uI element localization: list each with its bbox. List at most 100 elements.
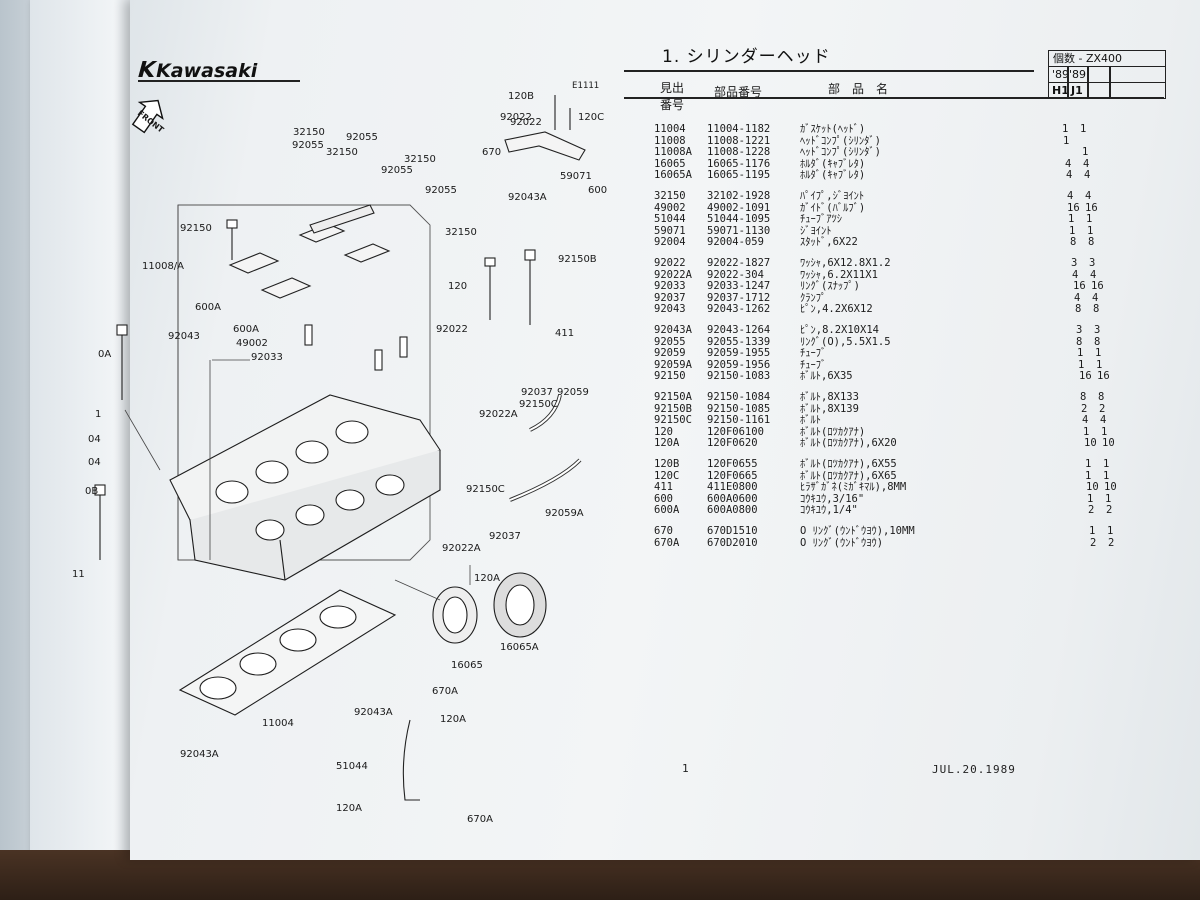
part-name-cell: ﾎﾙﾀﾞ(ｷｬﾌﾞﾚﾀ) bbox=[800, 157, 866, 170]
ref-no-cell: 600 bbox=[654, 492, 673, 505]
qty-j1-cell: 1 bbox=[1086, 213, 1093, 226]
qty-j1-cell: 1 bbox=[1082, 146, 1089, 159]
ref-no-cell: 120 bbox=[654, 425, 673, 438]
qty-h1-cell: 1 bbox=[1089, 525, 1096, 537]
part-no-cell: 51044-1095 bbox=[707, 213, 771, 226]
ref-no-header-line2: 番号 bbox=[660, 98, 685, 112]
part-name-cell: ﾎﾞﾙﾄ(ﾛﾂｶｸｱﾅ),6X65 bbox=[800, 469, 897, 482]
qty-h1-cell: 16 bbox=[1079, 370, 1092, 383]
qty-j1-cell: 1 bbox=[1087, 224, 1094, 237]
ref-no-cell: 59071 bbox=[654, 224, 686, 237]
callout-label: 670A bbox=[432, 686, 458, 697]
qty-h1-cell: 10 bbox=[1086, 481, 1099, 494]
callout-label: 92022A bbox=[442, 543, 481, 554]
qty-j1-cell: 2 bbox=[1106, 504, 1113, 517]
part-name-cell: ﾎﾞﾙﾄ(ﾛﾂｶｸｱﾅ),6X20 bbox=[800, 437, 897, 450]
qty-j1-cell: 4 bbox=[1085, 190, 1092, 202]
ref-no-cell: 92150C bbox=[654, 414, 692, 427]
part-no-header: 部品番号 bbox=[714, 85, 763, 99]
callout-label: 92022 bbox=[436, 324, 468, 335]
callout-label: 32150 bbox=[293, 127, 325, 138]
qty-j1-cell: 1 bbox=[1095, 347, 1102, 360]
callout-label: 32150 bbox=[326, 147, 358, 158]
qty-divider-1 bbox=[1067, 67, 1069, 98]
ref-no-cell: 49002 bbox=[654, 201, 686, 214]
qty-j1-cell: 4 bbox=[1100, 414, 1107, 427]
ref-no-cell: 92150A bbox=[654, 391, 692, 403]
year-col-2: '89 bbox=[1069, 68, 1087, 81]
part-no-cell: 92055-1339 bbox=[707, 335, 771, 348]
part-name-cell: ｶﾞｲﾄﾞ(ﾊﾞﾙﾌﾞ) bbox=[800, 201, 866, 214]
qty-h1-cell: 4 bbox=[1072, 268, 1079, 281]
qty-j1-cell: 16 bbox=[1091, 280, 1104, 293]
figure-code: E1111 bbox=[572, 81, 600, 91]
part-no-cell: 670D2010 bbox=[707, 536, 758, 549]
qty-h1-cell: 10 bbox=[1084, 437, 1097, 450]
part-no-cell: 92043-1264 bbox=[707, 324, 771, 336]
part-name-cell: ﾜｯｼｬ,6X12.8X1.2 bbox=[800, 257, 891, 269]
part-name-cell: ｽﾀｯﾄﾞ,6X22 bbox=[800, 236, 858, 249]
callout-label: 92022A bbox=[479, 409, 518, 420]
qty-h1-cell: 2 bbox=[1090, 536, 1097, 549]
callout-label: 92043A bbox=[354, 707, 393, 718]
ref-no-cell: 92043A bbox=[654, 324, 692, 336]
qty-j1-cell: 16 bbox=[1085, 201, 1098, 214]
part-no-cell: 120F0620 bbox=[707, 437, 758, 450]
qty-h1-cell: 8 bbox=[1080, 391, 1087, 403]
callout-label: 92022 bbox=[510, 117, 542, 128]
callout-label: 16065 bbox=[451, 660, 483, 671]
callout-label: 92043A bbox=[180, 749, 219, 760]
qty-h1-cell: 1 bbox=[1085, 458, 1092, 470]
carburetor-holders bbox=[432, 572, 547, 644]
ref-no-cell: 92037 bbox=[654, 291, 686, 304]
part-name-cell: ｸﾗﾝﾌﾟ bbox=[800, 291, 827, 304]
qty-h1-cell: 3 bbox=[1076, 324, 1083, 336]
part-no-cell: 92150-1084 bbox=[707, 391, 771, 403]
model-row: H1 J1 bbox=[1049, 83, 1165, 98]
part-name-cell: ﾁｭｰﾌﾞｱﾂｼ bbox=[800, 213, 842, 226]
callout-label: 92022 bbox=[500, 112, 532, 123]
callout-label: 92033 bbox=[251, 352, 283, 363]
front-arrow-icon bbox=[131, 99, 164, 134]
callout-label: 92055 bbox=[425, 185, 457, 196]
part-no-cell: 92043-1262 bbox=[707, 303, 771, 316]
part-no-cell: 92037-1712 bbox=[707, 291, 771, 304]
ref-no-cell: 92150 bbox=[654, 370, 686, 383]
part-no-cell: 120F06100 bbox=[707, 425, 764, 438]
part-no-cell: 92033-1247 bbox=[707, 280, 771, 293]
part-name-cell: ﾁｭｰﾌﾞ bbox=[800, 347, 827, 360]
ref-no-cell: 120B bbox=[654, 458, 680, 470]
qty-h1-cell: 4 bbox=[1082, 414, 1089, 427]
callout-label: 11 bbox=[72, 569, 85, 580]
part-no-cell: 92150-1085 bbox=[707, 402, 771, 415]
callout-label: 92150B bbox=[558, 254, 597, 265]
callout-label: 51044 bbox=[336, 761, 368, 772]
qty-divider-2 bbox=[1087, 67, 1089, 98]
part-name-cell: ﾎﾞﾙﾄ(ﾛﾂｶｸｱﾅ) bbox=[800, 425, 866, 438]
qty-j1-cell: 1 bbox=[1103, 458, 1110, 470]
part-name-cell: ﾊﾟｲﾌﾟ,ｼﾞﾖｲﾝﾄ bbox=[800, 190, 865, 202]
callout-label: 0A bbox=[98, 349, 112, 360]
callout-label: 92037 bbox=[521, 387, 553, 398]
qty-j1-cell: 8 bbox=[1094, 335, 1101, 348]
part-name-cell: ﾋﾗｻﾞｶﾞﾈ(ﾐｶﾞｷﾏﾙ),8MM bbox=[800, 481, 907, 494]
part-name-cell: ﾎﾞﾙﾄ,6X35 bbox=[800, 370, 853, 383]
callout-label: 120A bbox=[336, 803, 362, 814]
qty-j1-cell: 1 bbox=[1103, 469, 1110, 482]
ref-no-cell: 92033 bbox=[654, 280, 686, 293]
part-no-cell: 92022-304 bbox=[707, 268, 764, 281]
ref-no-cell: 120A bbox=[654, 437, 680, 450]
callout-label: 0B bbox=[85, 486, 99, 497]
long-bolts bbox=[94, 219, 536, 560]
qty-j1-cell: 4 bbox=[1090, 268, 1097, 281]
qty-h1-cell: 1 bbox=[1062, 123, 1069, 135]
part-no-cell: 59071-1130 bbox=[707, 224, 771, 237]
callout-label: 92055 bbox=[381, 165, 413, 176]
ref-no-cell: 92059A bbox=[654, 358, 692, 371]
breather-unit bbox=[504, 95, 586, 161]
ref-no-cell: 51044 bbox=[654, 213, 686, 226]
qty-j1-cell: 4 bbox=[1083, 157, 1090, 170]
ref-no-cell: 32150 bbox=[654, 190, 686, 202]
